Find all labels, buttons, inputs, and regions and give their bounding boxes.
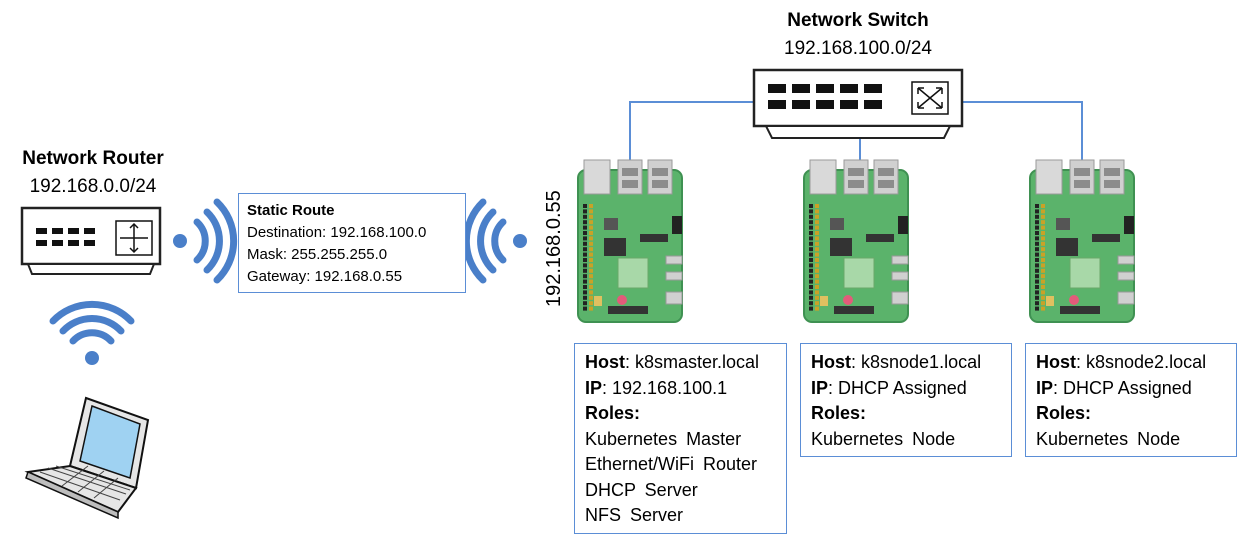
router-subnet: 192.168.0.0/24 bbox=[29, 176, 157, 197]
switch-link-lines bbox=[629, 101, 1083, 162]
raspberry-pi-board-icon bbox=[1029, 159, 1135, 323]
host-value: : k8snode2.local bbox=[1076, 352, 1207, 372]
role-item: Kubernetes Master bbox=[585, 428, 742, 449]
host-value: : k8snode1.local bbox=[851, 352, 982, 372]
host-key: Host bbox=[811, 352, 851, 372]
ip-value: : DHCP Assigned bbox=[828, 377, 967, 398]
host-box-master: Host: k8smaster.local IP: 192.168.100.1 … bbox=[574, 343, 787, 534]
wifi-signal-icon bbox=[173, 198, 238, 284]
switch-title: Network Switch bbox=[787, 10, 929, 31]
switch-icon bbox=[752, 68, 964, 139]
static-route-destination: Destination: 192.168.100.0 bbox=[247, 224, 427, 241]
role-item: Ethernet/WiFi Router bbox=[585, 454, 758, 474]
static-route-mask: Mask: 255.255.255.0 bbox=[247, 246, 388, 263]
static-route-gateway: Gateway: 192.168.0.55 bbox=[247, 268, 403, 285]
role-item: Kubernetes Node bbox=[811, 428, 956, 449]
ip-key: IP bbox=[1036, 377, 1054, 398]
roles-key: Roles: bbox=[811, 403, 867, 423]
role-item: NFS Server bbox=[585, 505, 684, 525]
wifi-signal-icon bbox=[462, 198, 527, 284]
laptop-icon bbox=[24, 396, 150, 520]
static-route-title: Static Route bbox=[247, 202, 335, 219]
switch-subnet: 192.168.100.0/24 bbox=[784, 38, 932, 59]
ip-key: IP bbox=[585, 377, 603, 398]
static-route-box: Static Route Destination: 192.168.100.0 … bbox=[238, 193, 466, 293]
roles-key: Roles: bbox=[585, 403, 641, 423]
link-switch-to-node2 bbox=[962, 101, 1083, 162]
ip-value: : DHCP Assigned bbox=[1053, 377, 1192, 398]
host-key: Host bbox=[1036, 352, 1076, 372]
role-item: DHCP Server bbox=[585, 479, 698, 500]
router-title: Network Router bbox=[22, 148, 164, 169]
raspberry-pi-board-icon bbox=[577, 159, 683, 323]
ip-key: IP bbox=[811, 377, 829, 398]
host-key: Host bbox=[585, 352, 625, 372]
host-value: : k8smaster.local bbox=[625, 352, 760, 372]
raspberry-pi-board-icon bbox=[803, 159, 909, 323]
roles-key: Roles: bbox=[1036, 403, 1092, 423]
wifi-signal-icon bbox=[49, 300, 135, 365]
link-switch-to-master bbox=[629, 101, 754, 162]
master-ip-label: 192.168.0.55 bbox=[543, 190, 565, 307]
raspberry-pi-boards bbox=[577, 159, 1135, 323]
role-item: Kubernetes Node bbox=[1036, 428, 1181, 449]
host-box-node2: Host: k8snode2.local IP: DHCP Assigned R… bbox=[1025, 343, 1237, 457]
ip-value: : 192.168.100.1 bbox=[602, 377, 728, 398]
host-box-node1: Host: k8snode1.local IP: DHCP Assigned R… bbox=[800, 343, 1012, 457]
router-icon bbox=[20, 206, 162, 275]
